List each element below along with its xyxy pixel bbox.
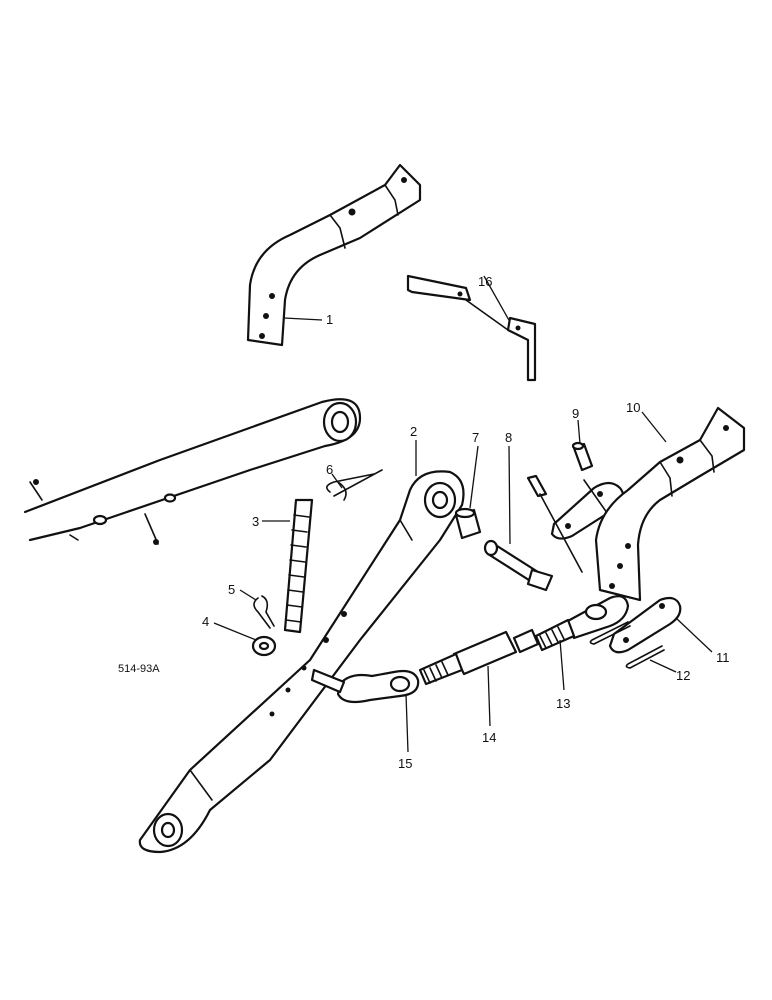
callout-4: 4 bbox=[202, 614, 209, 629]
callout-9: 9 bbox=[572, 406, 579, 421]
washer-4 bbox=[251, 635, 277, 657]
pin-8 bbox=[483, 539, 554, 592]
callout-16: 16 bbox=[478, 274, 492, 289]
callout-3: 3 bbox=[252, 514, 259, 529]
callout-6: 6 bbox=[326, 462, 333, 477]
strap-16 bbox=[406, 274, 537, 382]
clip-5 bbox=[253, 595, 275, 629]
link-plate-11 bbox=[608, 596, 682, 654]
callout-5: 5 bbox=[228, 582, 235, 597]
callout-13: 13 bbox=[556, 696, 570, 711]
callout-12: 12 bbox=[676, 668, 690, 683]
bracket-1 bbox=[246, 163, 422, 347]
turnbuckle-assembly bbox=[310, 595, 630, 704]
reference-code: 514-93A bbox=[118, 663, 160, 675]
pin-6 bbox=[326, 469, 383, 501]
lower-link-left bbox=[23, 398, 362, 545]
bushing-7 bbox=[454, 507, 482, 540]
callout-labels: 1 2 3 4 5 6 7 8 9 10 11 12 13 14 15 16 5… bbox=[118, 274, 730, 771]
leader-lines bbox=[213, 275, 713, 753]
callout-1: 1 bbox=[326, 312, 333, 327]
callout-2: 2 bbox=[410, 424, 417, 439]
callout-14: 14 bbox=[482, 730, 496, 745]
lower-link-2 bbox=[138, 470, 465, 854]
bracket-10 bbox=[594, 406, 746, 602]
callout-11: 11 bbox=[716, 650, 730, 665]
callout-7: 7 bbox=[472, 430, 479, 445]
callout-8: 8 bbox=[505, 430, 512, 445]
spring-3 bbox=[283, 498, 314, 634]
cotter-pin-12 bbox=[589, 621, 665, 669]
callout-10: 10 bbox=[626, 400, 640, 415]
callout-15: 15 bbox=[398, 756, 412, 771]
